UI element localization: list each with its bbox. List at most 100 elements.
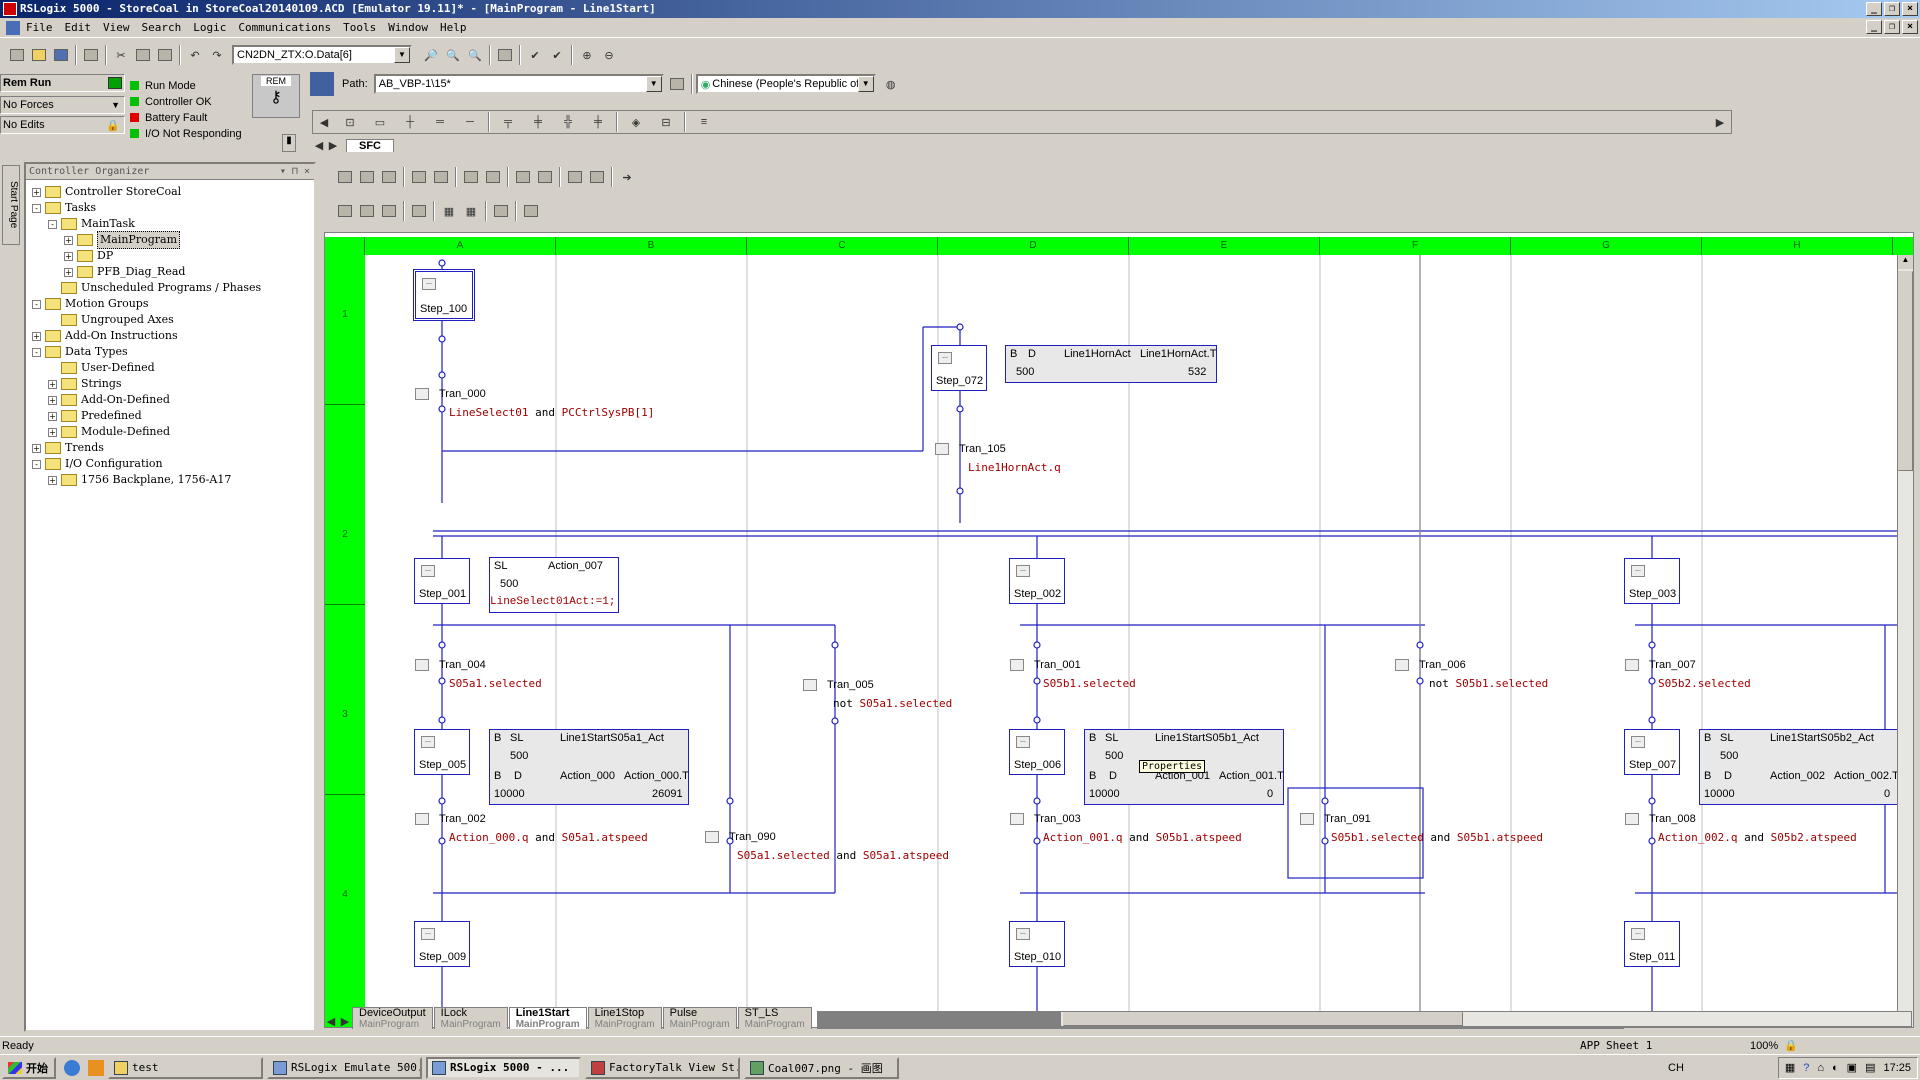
- tran-menu-icon[interactable]: [1625, 813, 1639, 826]
- action-line1starts05b2-act[interactable]: B SL Line1StartS05b2_Act 500 B D Action_…: [1699, 729, 1899, 805]
- print-icon[interactable]: [80, 45, 102, 65]
- edit-icon[interactable]: [334, 167, 356, 187]
- open-icon[interactable]: [28, 45, 50, 65]
- collapse-icon[interactable]: -: [48, 219, 57, 229]
- menu-search[interactable]: Search: [141, 21, 182, 34]
- tran-menu-icon[interactable]: [1300, 813, 1314, 826]
- untest-edits-icon[interactable]: [430, 167, 452, 187]
- chevron-down-icon[interactable]: ▼: [645, 76, 662, 92]
- sfc-sbr-ret-icon[interactable]: ⊟: [661, 116, 671, 129]
- sfc-step-tran-icon[interactable]: ▭: [374, 116, 386, 129]
- menu-edit[interactable]: Edit: [64, 21, 92, 34]
- test-edits-icon[interactable]: [408, 167, 430, 187]
- edits-status[interactable]: No Edits 🔒: [0, 116, 125, 134]
- sfc-action-icon[interactable]: ◈: [631, 116, 641, 129]
- action-preset[interactable]: 500: [500, 578, 519, 590]
- tree-node[interactable]: -Data Types: [32, 344, 128, 360]
- cancel-assemble-icon[interactable]: [482, 167, 504, 187]
- tran-091-expression[interactable]: S05b1.selected and S05b1.atspeed: [1331, 831, 1543, 844]
- restore-button[interactable]: ❐: [1884, 2, 1900, 16]
- step-menu-icon[interactable]: ...: [938, 352, 952, 364]
- tran-008-expression[interactable]: Action_002.q and S05b2.atspeed: [1658, 831, 1857, 844]
- step-menu-icon[interactable]: ...: [1631, 736, 1645, 748]
- step-menu-icon[interactable]: ...: [421, 928, 435, 940]
- action-body[interactable]: LineSelect01Act:=1;: [490, 596, 616, 608]
- step-menu-icon[interactable]: ...: [1016, 736, 1030, 748]
- save-icon[interactable]: [50, 45, 72, 65]
- child-minimize-button[interactable]: _: [1866, 20, 1882, 34]
- task-factorytalk[interactable]: FactoryTalk View St...: [585, 1056, 740, 1079]
- step-step-005[interactable]: ...Step_005: [414, 729, 470, 775]
- tran-menu-icon[interactable]: [1010, 813, 1024, 826]
- scroll-right-icon[interactable]: ▶: [1715, 116, 1725, 129]
- redo-icon[interactable]: ↷: [212, 49, 222, 62]
- help-icon[interactable]: ?: [1803, 1061, 1810, 1074]
- sfc-text-icon[interactable]: ≡: [700, 116, 708, 128]
- action-preset[interactable]: 10000: [1089, 788, 1120, 800]
- sfc-branch-icon[interactable]: ═: [436, 116, 444, 128]
- step-menu-icon[interactable]: ...: [421, 565, 435, 577]
- view-icon-1[interactable]: [334, 201, 356, 221]
- tree-node[interactable]: +PFB_Diag_Read: [64, 264, 185, 280]
- expand-icon[interactable]: +: [48, 395, 57, 405]
- tran-menu-icon[interactable]: [1010, 659, 1024, 672]
- step-step-002[interactable]: ...Step_002: [1009, 558, 1065, 604]
- collapse-icon[interactable]: -: [32, 347, 41, 357]
- transition-tran-007[interactable]: Tran_007: [1625, 659, 1696, 672]
- tree-node[interactable]: +Add-On-Defined: [48, 392, 170, 408]
- tran-007-expression[interactable]: S05b2.selected: [1658, 677, 1751, 690]
- menu-logic[interactable]: Logic: [193, 21, 227, 34]
- language-combo[interactable]: ◉ Chinese (People's Republic of ▼: [695, 74, 876, 94]
- tran-006-expression[interactable]: not S05b1.selected: [1429, 677, 1548, 690]
- tran-menu-icon[interactable]: [803, 679, 817, 692]
- find-next-icon[interactable]: 🔍: [446, 49, 460, 62]
- language-switch-icon[interactable]: ◍: [885, 78, 896, 91]
- tran-menu-icon[interactable]: [935, 443, 949, 456]
- tran-menu-icon[interactable]: [415, 813, 429, 826]
- tran-menu-icon[interactable]: [1625, 659, 1639, 672]
- start-button[interactable]: 开始: [2, 1056, 56, 1079]
- task-test[interactable]: test: [108, 1056, 263, 1079]
- download-icon[interactable]: [490, 201, 512, 221]
- expand-icon[interactable]: +: [64, 251, 73, 261]
- cut-icon[interactable]: ✂: [116, 49, 126, 62]
- menu-help[interactable]: Help: [439, 21, 467, 34]
- tran-105-expression[interactable]: Line1HornAct.q: [968, 461, 1061, 474]
- transition-tran-003[interactable]: Tran_003: [1010, 813, 1081, 826]
- transition-tran-091[interactable]: Tran_091: [1300, 813, 1371, 826]
- tran-002-expression[interactable]: Action_000.q and S05a1.atspeed: [449, 831, 648, 844]
- step-step-006[interactable]: ...Step_006: [1009, 729, 1065, 775]
- zoom-in-icon[interactable]: ⊕: [582, 49, 592, 62]
- tree-node[interactable]: -I/O Configuration: [32, 456, 163, 472]
- chevron-down-icon[interactable]: ▼: [857, 76, 874, 92]
- tree-node[interactable]: Ungrouped Axes: [48, 312, 174, 328]
- chevron-down-icon[interactable]: ▼: [111, 100, 120, 110]
- tran-menu-icon[interactable]: [705, 831, 719, 844]
- minimize-button[interactable]: _: [1866, 2, 1882, 16]
- transition-tran-105[interactable]: Tran_105: [935, 443, 1006, 456]
- trash-icon[interactable]: ▮: [282, 134, 296, 152]
- accept-pending-icon[interactable]: [564, 167, 586, 187]
- start-page-tab[interactable]: Start Page: [2, 165, 20, 245]
- step-step-009[interactable]: ...Step_009: [414, 921, 470, 967]
- tab-scroll-left-icon[interactable]: ◀: [314, 139, 324, 152]
- step-step-001[interactable]: ...Step_001: [414, 558, 470, 604]
- network-icon[interactable]: [310, 72, 334, 96]
- mode-status[interactable]: Rem Run: [0, 74, 125, 92]
- transition-tran-090[interactable]: Tran_090: [705, 831, 776, 844]
- grid-toggle-icon[interactable]: ▦: [465, 205, 477, 218]
- action-accumulator[interactable]: 0: [1267, 788, 1274, 800]
- copy-icon[interactable]: [132, 45, 154, 65]
- media-icon[interactable]: [88, 1059, 104, 1076]
- step-menu-icon[interactable]: ...: [1631, 565, 1645, 577]
- cancel-pending-icon[interactable]: [586, 167, 608, 187]
- view-icon-2[interactable]: [356, 201, 378, 221]
- finalize-cancel-icon[interactable]: [534, 167, 556, 187]
- action-accumulator[interactable]: 532: [1188, 366, 1207, 378]
- sfc-tran-icon[interactable]: ┼: [406, 116, 414, 128]
- find-icon[interactable]: 🔎: [424, 49, 438, 62]
- tray-icon[interactable]: ⌂: [1817, 1061, 1824, 1074]
- vertical-scroll-thumb[interactable]: [1898, 271, 1913, 471]
- sfc-editor[interactable]: A B C D E F G H 1 2 3 4: [324, 232, 1914, 1028]
